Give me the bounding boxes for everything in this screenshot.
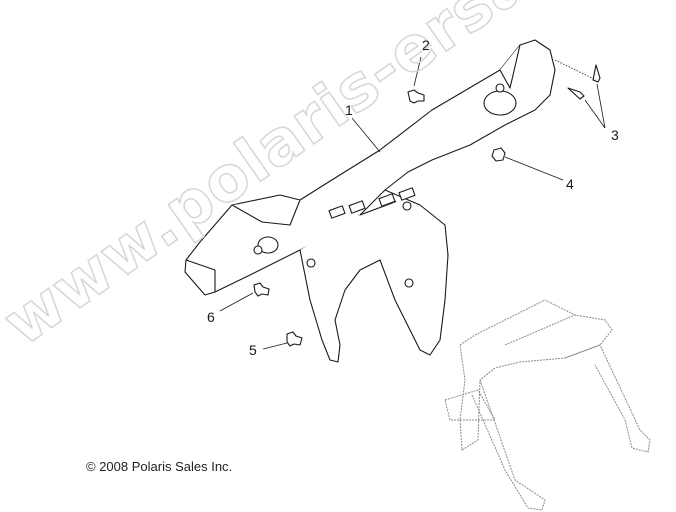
bumper-frame-part-1: [184, 39, 556, 363]
leader-dotted: [554, 59, 597, 81]
leader-line-3b: [596, 83, 606, 129]
leader-line-2: [413, 56, 422, 87]
rivet-part-2: [407, 89, 425, 104]
leader-line-6: [219, 292, 254, 312]
callout-4: 4: [566, 176, 574, 192]
leader-line-3a: [584, 99, 606, 129]
leader-line-4: [504, 156, 564, 181]
callout-3: 3: [611, 127, 619, 143]
nut-part-4: [491, 147, 506, 162]
callout-5: 5: [249, 342, 257, 358]
copyright-notice: © 2008 Polaris Sales Inc.: [86, 459, 233, 474]
support-bracket: [444, 299, 651, 511]
callout-2: 2: [422, 37, 430, 53]
callout-1: 1: [345, 102, 353, 118]
callout-6: 6: [207, 309, 215, 325]
rivet-part-6: [253, 282, 270, 297]
rivet-part-5: [286, 331, 303, 347]
leader-line-1: [351, 117, 381, 153]
leader-line-5: [262, 342, 288, 350]
screws-part-3: [567, 64, 601, 100]
